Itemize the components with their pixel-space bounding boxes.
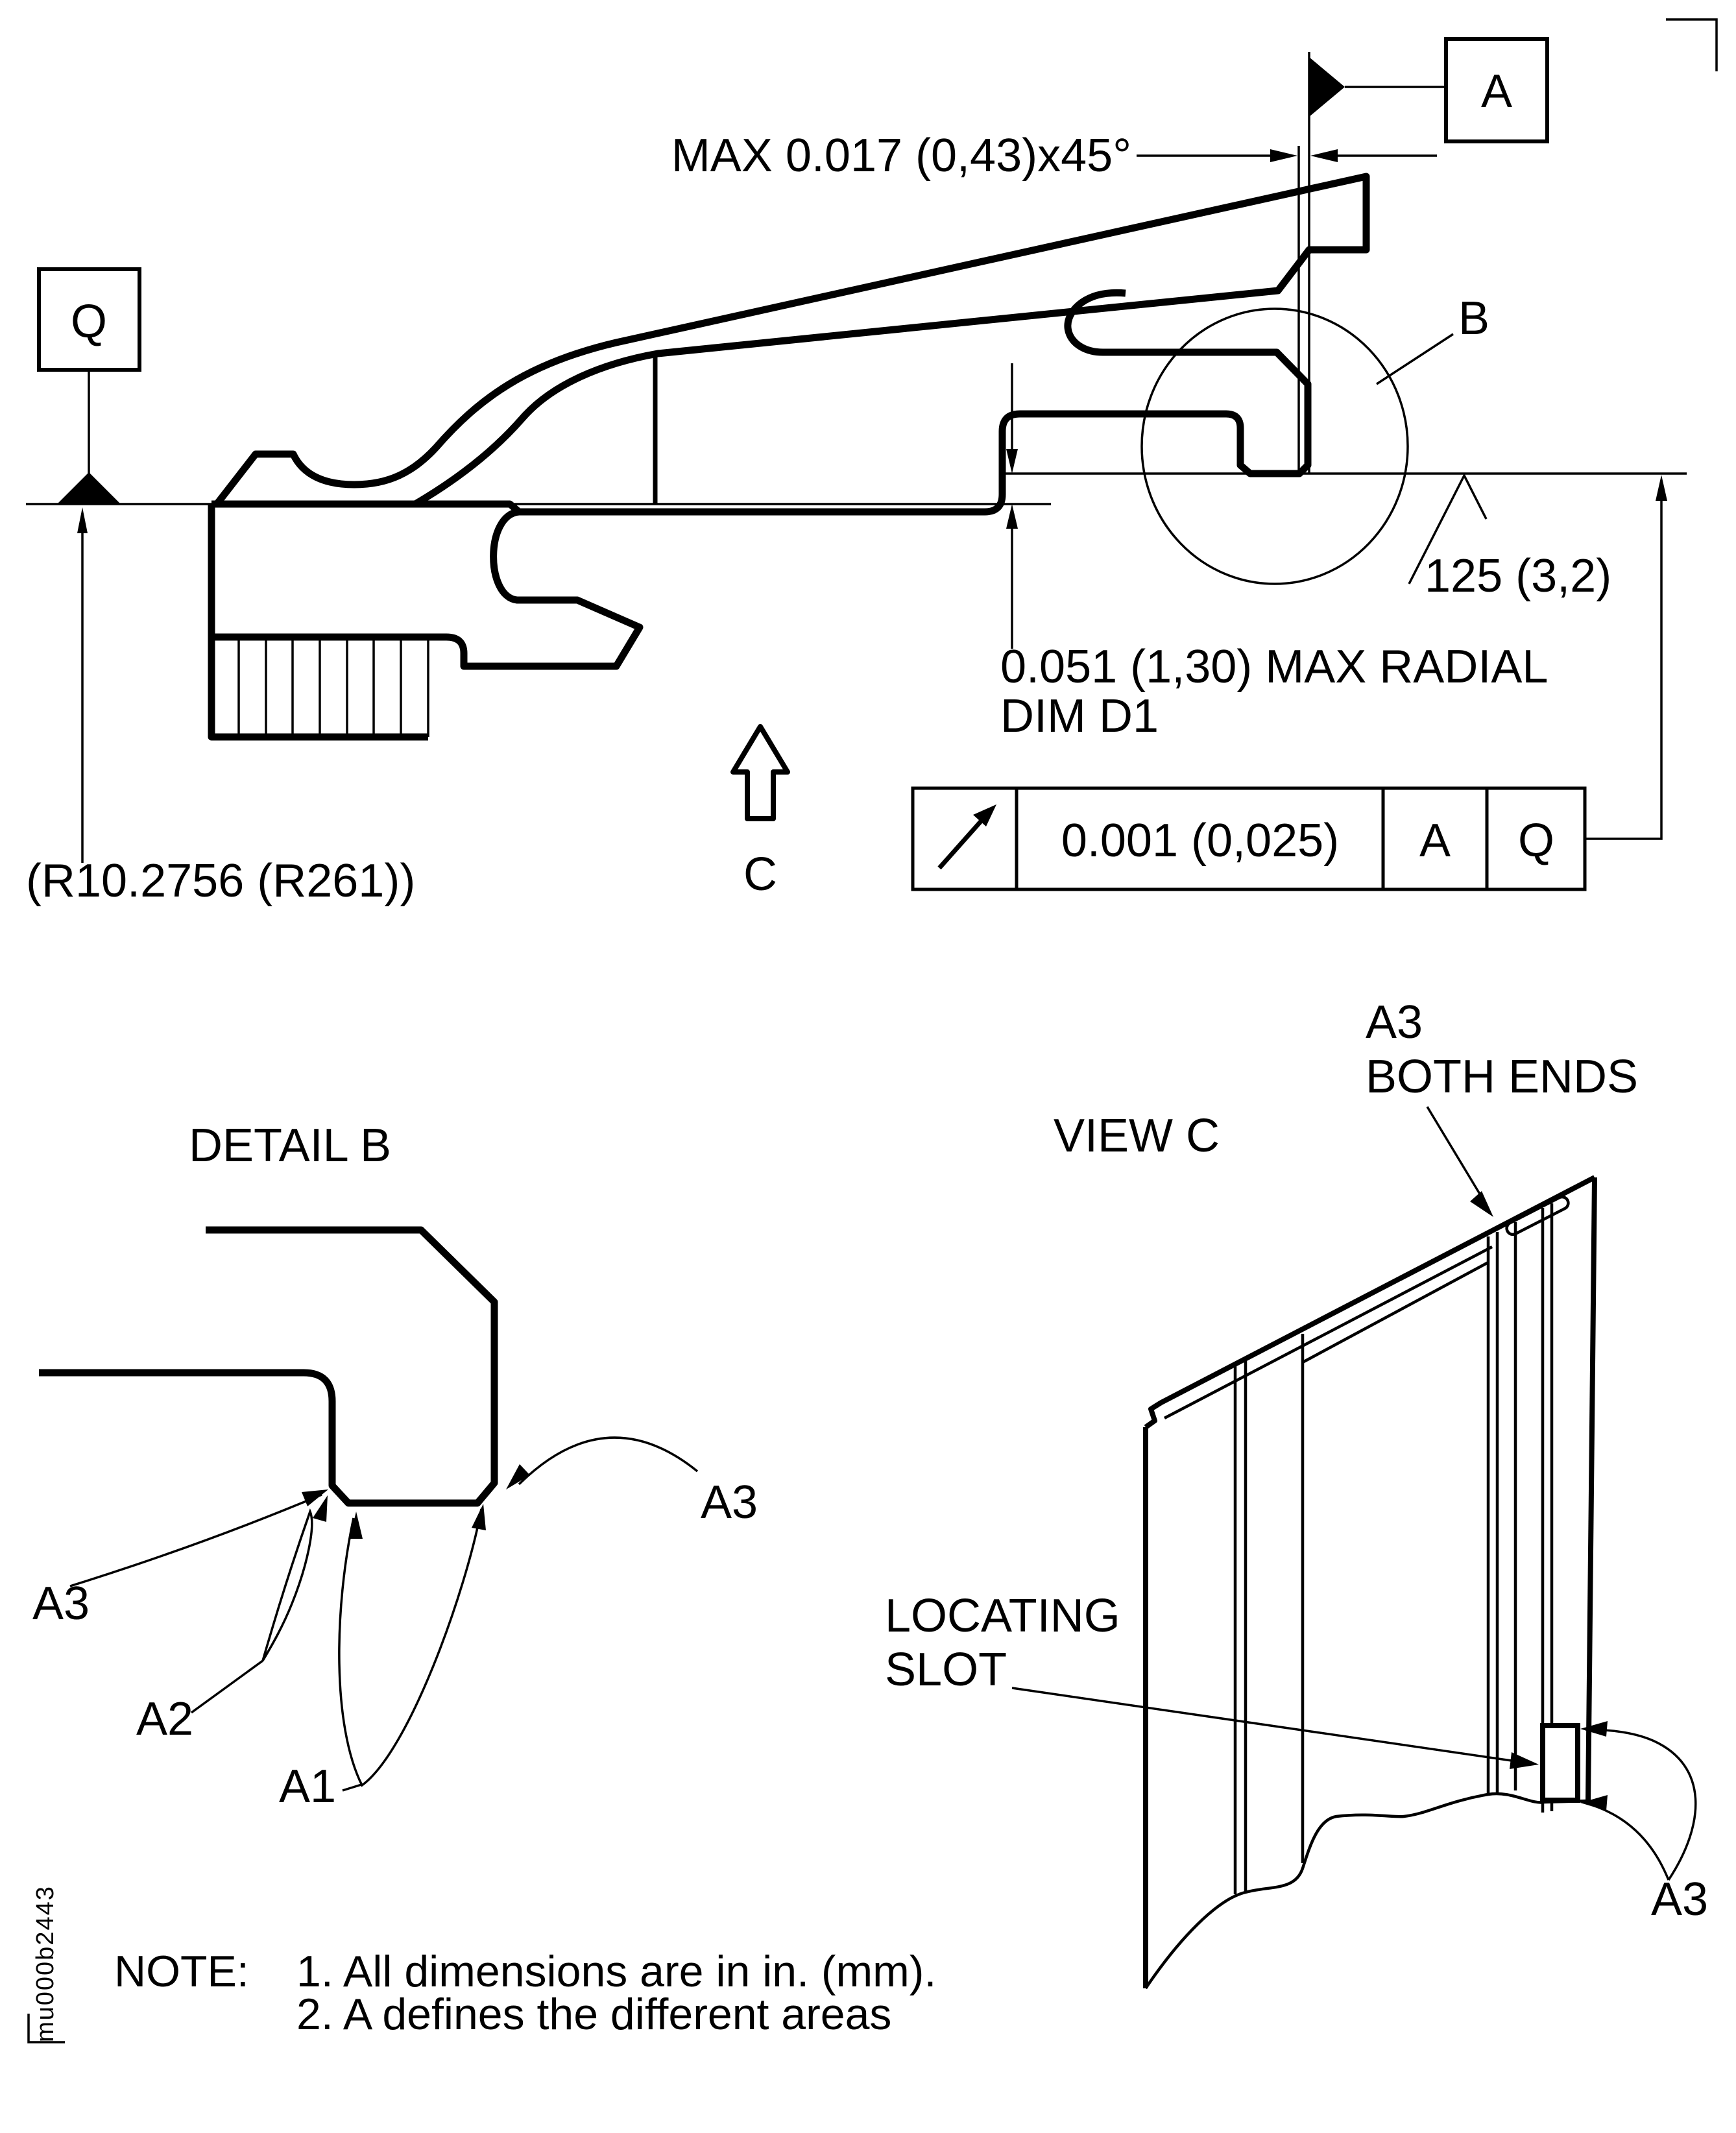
- surface-finish-text: 125 (3,2): [1425, 550, 1611, 602]
- datum-a-box: [1444, 37, 1549, 143]
- detail-b-a1-leader-loop: [338, 1508, 483, 1787]
- detail-b-a2-arrow-icon: [313, 1495, 328, 1522]
- radial-dim-text-line2: DIM D1: [1000, 690, 1159, 742]
- view-c-direction: C: [730, 724, 790, 900]
- detail-b-circle-label: B: [1458, 293, 1489, 344]
- chamfer-dim-arrow-left-icon: [1270, 149, 1297, 162]
- locating-slot-text-line1: LOCATING: [885, 1590, 1120, 1642]
- view-c-callout-line1: A3: [1366, 996, 1423, 1048]
- view-c-a3-label: A3: [1651, 1874, 1708, 1925]
- circular-runout-icon: [973, 804, 996, 826]
- datum-a-label: A: [1481, 66, 1512, 117]
- detail-b-leader: [1376, 333, 1454, 385]
- detail-b-a3-left-leader: [69, 1493, 322, 1587]
- fcf-datum-primary: A: [1419, 815, 1451, 867]
- view-c-callout-arrow-icon: [1470, 1191, 1493, 1217]
- ring-top-edge: [1144, 1175, 1596, 1430]
- feature-control-frame: 0.001 (0,025) A Q: [911, 475, 1667, 891]
- datum-a-flag: A: [1309, 37, 1549, 143]
- note-item-1: 1. All dimensions are in in. (mm).: [296, 1947, 936, 1996]
- view-c-a3-arrow-bottom-icon: [1580, 1795, 1608, 1811]
- view-c-a3-leader-lower: [1586, 1802, 1670, 1881]
- detail-b-a3-left-label: A3: [32, 1578, 90, 1630]
- view-c-a3-leader-upper: [1585, 1728, 1697, 1881]
- detail-b-a2-leader-stem: [190, 1659, 264, 1714]
- part-left-edge-and-bottom: [208, 504, 428, 741]
- radial-dim-arrow-down-icon: [1006, 449, 1018, 474]
- chamfer-dimension-text: MAX 0.017 (0,43)x45°: [671, 130, 1131, 182]
- sheet-corner-mark: [1666, 18, 1718, 71]
- fcf-leader-arrow-icon: [1656, 475, 1667, 501]
- detail-b-profile: [39, 1226, 498, 1507]
- detail-b-a3-right-arrow-icon: [506, 1464, 530, 1489]
- datum-q-label: Q: [71, 296, 107, 348]
- detail-b-a1-label: A1: [279, 1761, 336, 1813]
- detail-b-a3-right-label: A3: [701, 1476, 758, 1528]
- detail-b-a1-arrow-right-icon: [472, 1504, 486, 1530]
- detail-b-a3-right-leader: [518, 1436, 699, 1486]
- locating-slot-text-line2: SLOT: [885, 1644, 1007, 1696]
- section-hatch-lines: [237, 638, 402, 736]
- seal-ring-isometric: [1143, 1175, 1597, 1990]
- chamfer-dimension: MAX 0.017 (0,43)x45°: [671, 130, 1437, 182]
- locating-slot-arrow-icon: [1510, 1752, 1539, 1769]
- detail-b-a1-leader-stem: [342, 1783, 362, 1792]
- ring-face-slant: [1301, 1261, 1489, 1364]
- detail-b-title: DETAIL B: [189, 1120, 391, 1172]
- fcf-tolerance-text: 0.001 (0,025): [1061, 815, 1339, 867]
- datum-a-triangle-icon: [1309, 57, 1345, 117]
- radius-ref-arrow-icon: [77, 507, 88, 533]
- detail-b-a2-leader-loop: [261, 1508, 313, 1661]
- radial-dim-text-line1: 0.051 (1,30) MAX RADIAL: [1000, 641, 1548, 693]
- ring-top-edge-inner: [1163, 1246, 1493, 1419]
- radius-ref-text: (R10.2756 (R261)): [26, 855, 415, 907]
- ring-right-edge: [1585, 1177, 1597, 1802]
- detail-b-a3-left-arrow-icon: [302, 1489, 328, 1506]
- notes-block: NOTE: 1. All dimensions are in in. (mm).…: [114, 1947, 936, 2039]
- datum-q-flag: Q: [37, 267, 141, 504]
- view-c-title: VIEW C: [1054, 1110, 1220, 1162]
- doc-code-text: mu000b2443: [32, 1885, 59, 2042]
- part-slot-and-foot-outline: [211, 508, 644, 670]
- fcf-leader: [1585, 501, 1663, 840]
- note-heading: NOTE:: [114, 1947, 249, 1996]
- note-item-2: 2. A defines the different areas: [296, 1990, 891, 2039]
- datum-q-triangle-icon: [57, 472, 121, 504]
- main-section-view: B A Q MAX 0.017 (0,43)x45°: [26, 18, 1718, 907]
- detail-b-view: DETAIL B A3 A3 A2 A1: [32, 1120, 758, 1813]
- datum-q-box: [37, 267, 141, 372]
- fcf-datum-secondary: Q: [1518, 815, 1554, 867]
- ring-bottom-break-line: [1144, 1792, 1589, 1990]
- chamfer-dim-arrow-right-icon: [1310, 149, 1338, 162]
- locating-slot-leader: [1011, 1687, 1512, 1762]
- runout-symbol-shaft: [937, 819, 983, 870]
- locating-slot-feature: [1540, 1723, 1580, 1803]
- detail-b-a1-arrow-left-icon: [350, 1512, 363, 1539]
- radius-reference: (R10.2756 (R261)): [26, 507, 415, 907]
- radial-dim-arrow-up-icon: [1006, 504, 1018, 529]
- view-c-callout-leader: [1426, 1106, 1486, 1202]
- doc-code-corner-mark: [27, 2014, 65, 2043]
- part-hook-and-tongue-outline: [211, 289, 1312, 516]
- radial-dimension: 0.051 (1,30) MAX RADIAL DIM D1: [1000, 363, 1548, 742]
- doc-code-block: mu000b2443: [27, 1885, 65, 2043]
- view-c-arrow-icon: [730, 724, 790, 821]
- part-blade-outline: [214, 173, 1370, 507]
- view-c-view: VIEW C A3 BOTH ENDS L: [885, 996, 1708, 1990]
- surface-finish-callout: 125 (3,2): [1408, 473, 1611, 602]
- surface-finish-icon: [1408, 473, 1488, 584]
- detail-b-circle: [1140, 307, 1409, 585]
- view-c-callout-line2: BOTH ENDS: [1366, 1051, 1638, 1103]
- view-c-a3-arrow-top-icon: [1580, 1721, 1608, 1737]
- detail-b-a2-label: A2: [136, 1693, 193, 1745]
- ring-end-chamfer-slot: [1505, 1195, 1570, 1236]
- view-c-arrow-label: C: [743, 849, 777, 900]
